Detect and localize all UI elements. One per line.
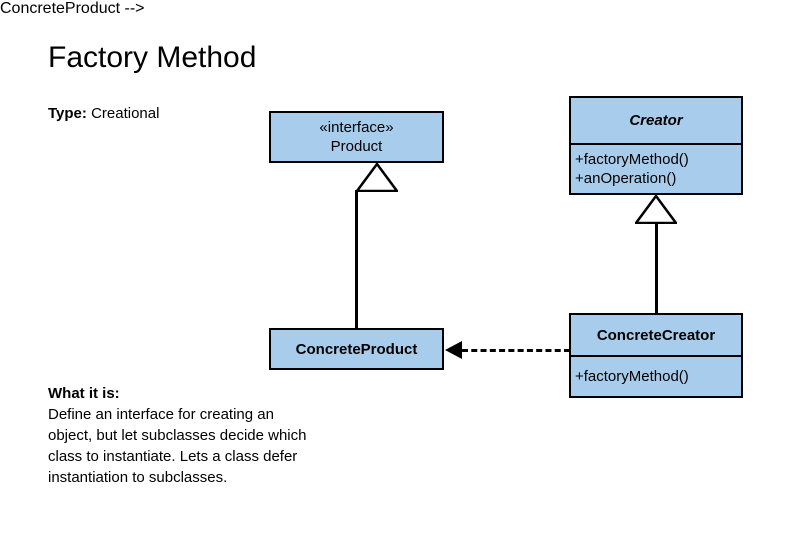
dependency-arrowhead-icon [445, 341, 462, 359]
class-header-concrete-creator: ConcreteCreator [571, 315, 741, 355]
description-block: What it is: Define an interface for crea… [48, 383, 378, 488]
class-stereotype-product: «interface» [319, 119, 394, 136]
description-line: instantiation to subclasses. [48, 469, 228, 486]
generalization-line-product [355, 190, 358, 328]
class-name-concrete-creator: ConcreteCreator [596, 326, 716, 344]
description-line: object, but let subclasses decide which [48, 427, 307, 444]
pattern-type-label: Type: [48, 105, 87, 122]
pattern-type-line: Type: Creational [48, 104, 159, 123]
class-name-product: Product [330, 138, 383, 155]
class-members-creator: +factoryMethod() +anOperation() [571, 143, 741, 193]
class-name-concrete-product: ConcreteProduct [295, 340, 418, 358]
class-box-creator[interactable]: Creator +factoryMethod() +anOperation() [569, 96, 743, 195]
description-heading: What it is: [48, 385, 120, 402]
pattern-type-value: Creational [91, 105, 160, 122]
class-header-creator: Creator [571, 98, 741, 143]
class-members-concrete-creator: +factoryMethod() [571, 355, 741, 396]
hollow-triangle-icon [354, 161, 400, 193]
class-box-product[interactable]: «interface» Product [269, 111, 444, 163]
class-member: +anOperation() [575, 170, 677, 187]
class-member: +factoryMethod() [575, 151, 689, 168]
class-box-concrete-creator[interactable]: ConcreteCreator +factoryMethod() [569, 313, 743, 398]
dependency-line-creates [462, 349, 570, 352]
class-member: +factoryMethod() [575, 368, 689, 385]
description-line: class to instantiate. Lets a class defer [48, 448, 298, 465]
page-title: Factory Method [48, 41, 257, 74]
class-header-product: «interface» Product [271, 113, 442, 161]
class-header-concrete-product: ConcreteProduct [271, 330, 442, 368]
description-line: Define an interface for creating an [48, 406, 274, 423]
class-name-creator: Creator [629, 112, 683, 129]
class-box-concrete-product[interactable]: ConcreteProduct [269, 328, 444, 370]
generalization-line-creator [655, 222, 658, 313]
hollow-triangle-icon [633, 193, 679, 225]
